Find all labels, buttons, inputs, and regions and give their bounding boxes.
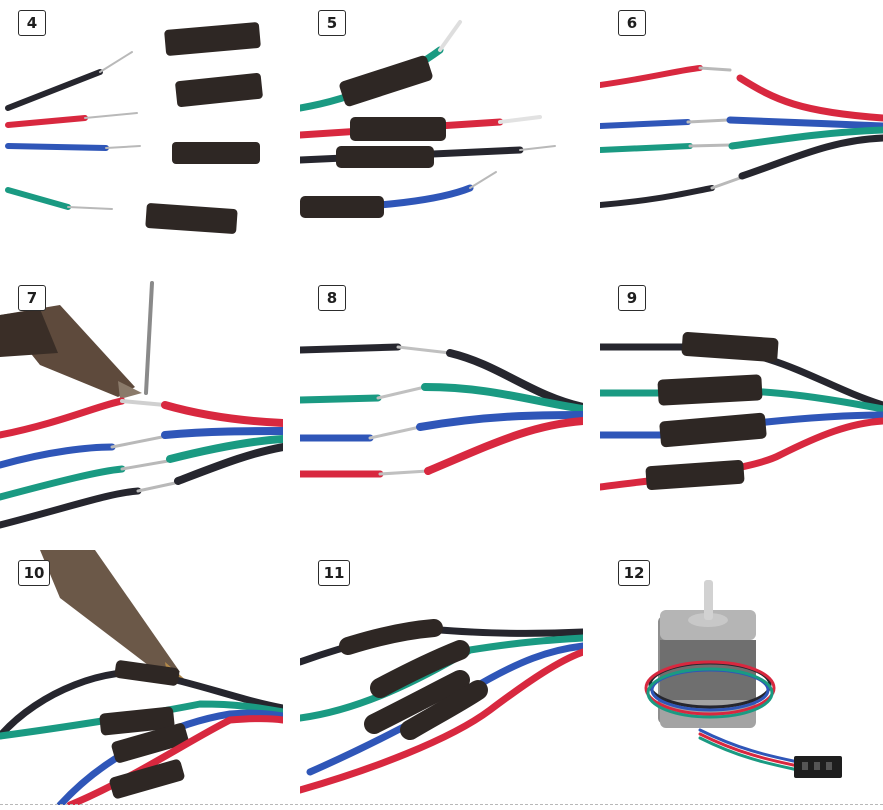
step-number-badge: 12	[618, 560, 650, 586]
soldering-iron-icon	[40, 550, 188, 682]
step-9-illustration	[600, 332, 883, 491]
step-number-badge: 6	[618, 10, 646, 36]
step-12-illustration	[644, 580, 842, 778]
step-number-badge: 8	[318, 285, 346, 311]
dashed-divider	[0, 804, 883, 805]
step-11-panel: 11	[300, 550, 583, 805]
step-number-badge: 7	[18, 285, 46, 311]
step-7-panel: 7	[0, 275, 283, 530]
step-5-panel: 5	[300, 0, 583, 255]
step-9-panel: 9	[600, 275, 883, 530]
step-6-illustration	[600, 65, 883, 208]
solder-wire-icon	[144, 281, 154, 395]
step-number-badge: 11	[318, 560, 350, 586]
step-number-badge: 4	[18, 10, 46, 36]
step-12-panel: 12	[600, 550, 883, 805]
step-10-panel: 10	[0, 550, 283, 805]
step-7-illustration	[0, 281, 283, 529]
step-8-panel: 8	[300, 275, 583, 530]
step-4-illustration	[5, 22, 263, 234]
step-number-badge: 5	[318, 10, 346, 36]
step-number-badge: 10	[18, 560, 50, 586]
step-10-illustration	[0, 550, 283, 805]
step-5-illustration	[300, 20, 556, 218]
soldering-iron-icon	[0, 305, 142, 399]
step-4-panel: 4	[0, 0, 283, 255]
step-11-illustration	[300, 619, 583, 794]
step-number-badge: 9	[618, 285, 646, 311]
step-6-panel: 6	[600, 0, 883, 255]
step-8-illustration	[300, 343, 583, 478]
connector-plug-icon	[794, 756, 842, 778]
